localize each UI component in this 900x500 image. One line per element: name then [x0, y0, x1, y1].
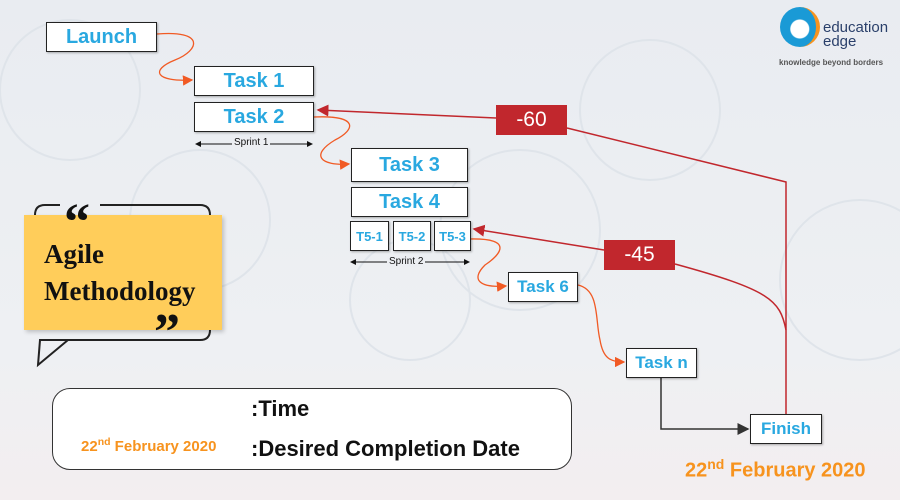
- sprint1-label: Sprint 1: [232, 137, 271, 148]
- legend-completion-label: :Desired Completion Date: [251, 436, 520, 461]
- callout-title-line2: Methodology: [44, 276, 196, 306]
- task-1[interactable]: Task 1: [194, 66, 314, 96]
- task-5-1[interactable]: T5-1: [350, 221, 389, 251]
- time-label-45: -45: [604, 240, 675, 270]
- quote-close: ”: [154, 304, 180, 361]
- time-line-45: [474, 229, 787, 331]
- quote-open: “: [64, 194, 90, 251]
- legend-date: 22nd February 2020: [81, 436, 217, 455]
- task-finish[interactable]: Finish: [750, 414, 822, 444]
- task-2[interactable]: Task 2: [194, 102, 314, 132]
- task-5-2[interactable]: T5-2: [393, 221, 431, 251]
- time-label-60: -60: [496, 105, 567, 135]
- legend: :Time 22nd February 2020 :Desired Comple…: [52, 388, 572, 470]
- task-5-3[interactable]: T5-3: [434, 221, 471, 251]
- task-n[interactable]: Task n: [626, 348, 697, 378]
- arrow-task6-taskn: [577, 284, 626, 368]
- sprint2-label: Sprint 2: [387, 256, 426, 267]
- finish-date: 22nd February 2020: [685, 456, 866, 482]
- task-4[interactable]: Task 4: [351, 187, 468, 217]
- arrow-task2-task3: [313, 116, 351, 170]
- agile-callout: “ Agile Methodology ”: [24, 194, 222, 359]
- logo-tagline: knowledge beyond borders: [779, 58, 884, 67]
- time-line-60: [318, 110, 787, 414]
- task-3[interactable]: Task 3: [351, 148, 468, 182]
- callout-title-line1: Agile: [44, 239, 104, 269]
- logo-mark-icon: [780, 7, 820, 47]
- task-launch[interactable]: Launch: [46, 22, 157, 52]
- legend-time-label: :Time: [251, 396, 310, 421]
- task-6[interactable]: Task 6: [508, 272, 578, 302]
- speech-bubble-outline: [34, 204, 211, 368]
- arrow-launch-task1: [156, 32, 195, 86]
- arrow-taskn-finish: [660, 378, 750, 435]
- arrow-t53-task6: [469, 238, 508, 292]
